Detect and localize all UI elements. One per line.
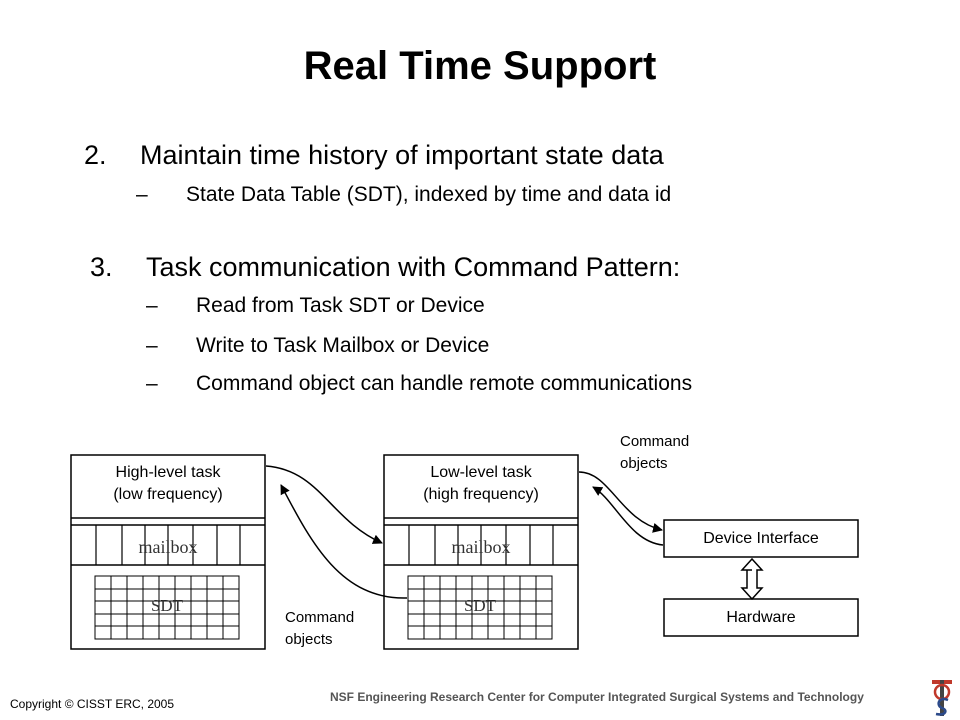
- high-level-task-label: High-level task: [115, 464, 221, 481]
- command-objects-bottom-label: Command objects: [285, 607, 354, 651]
- dash-marker: –: [146, 294, 158, 317]
- low-level-mailbox-label: mailbox: [451, 537, 511, 557]
- copyright-footer: Copyright © CISST ERC, 2005: [10, 697, 175, 711]
- arrow-low-to-high: [280, 484, 408, 599]
- command-label-line: Command: [620, 433, 690, 450]
- device-interface-label: Device Interface: [703, 530, 819, 547]
- high-level-mailbox-label: mailbox: [138, 537, 198, 557]
- low-level-task-label: Low-level task: [430, 464, 532, 481]
- sub-bullet-text: State Data Table (SDT), indexed by time …: [186, 183, 672, 206]
- dash-marker: –: [146, 372, 158, 395]
- slide-title: Real Time Support: [303, 44, 657, 88]
- center-footer: NSF Engineering Research Center for Comp…: [330, 690, 864, 704]
- bullet-text: Task communication with Command Pattern:: [146, 252, 681, 282]
- objects-label-line: objects: [620, 455, 668, 472]
- sdt-grid: [407, 575, 553, 640]
- command-label-line: Command: [285, 609, 355, 626]
- double-arrow: [740, 557, 764, 601]
- sub-bullet-text: Read from Task SDT or Device: [196, 294, 485, 317]
- bullet-number: 3.: [90, 252, 113, 282]
- hardware-label: Hardware: [726, 609, 796, 626]
- high-level-task-box: [70, 454, 266, 650]
- high-level-task-title: High-level task (low frequency): [71, 462, 265, 506]
- sdt-grid: [94, 575, 240, 640]
- mailbox-slots: [95, 525, 241, 565]
- sub-bullet-text: Write to Task Mailbox or Device: [196, 334, 490, 357]
- low-level-sdt-label: SDT: [463, 596, 497, 615]
- sub-bullet-text: Command object can handle remote communi…: [196, 372, 693, 395]
- cisst-logo: [932, 680, 952, 716]
- low-level-task-frequency: (high frequency): [423, 486, 539, 503]
- arrow-low-to-device: [578, 471, 663, 533]
- bullet-number: 2.: [84, 140, 107, 170]
- high-level-task-frequency: (low frequency): [113, 486, 223, 503]
- dash-marker: –: [136, 183, 148, 206]
- arrow-device-to-low: [592, 486, 664, 546]
- low-level-task-box: [383, 454, 579, 650]
- objects-label-line: objects: [285, 631, 333, 648]
- dash-marker: –: [146, 334, 158, 357]
- arrow-high-to-low: [265, 465, 383, 544]
- low-level-task-title: Low-level task (high frequency): [384, 462, 578, 506]
- mailbox-slots: [408, 525, 554, 565]
- high-level-sdt-label: SDT: [150, 596, 184, 615]
- command-objects-top-label: Command objects: [620, 431, 689, 475]
- device-interface-box: [663, 519, 859, 558]
- hardware-box: [663, 598, 859, 637]
- bullet-text: Maintain time history of important state…: [140, 140, 664, 170]
